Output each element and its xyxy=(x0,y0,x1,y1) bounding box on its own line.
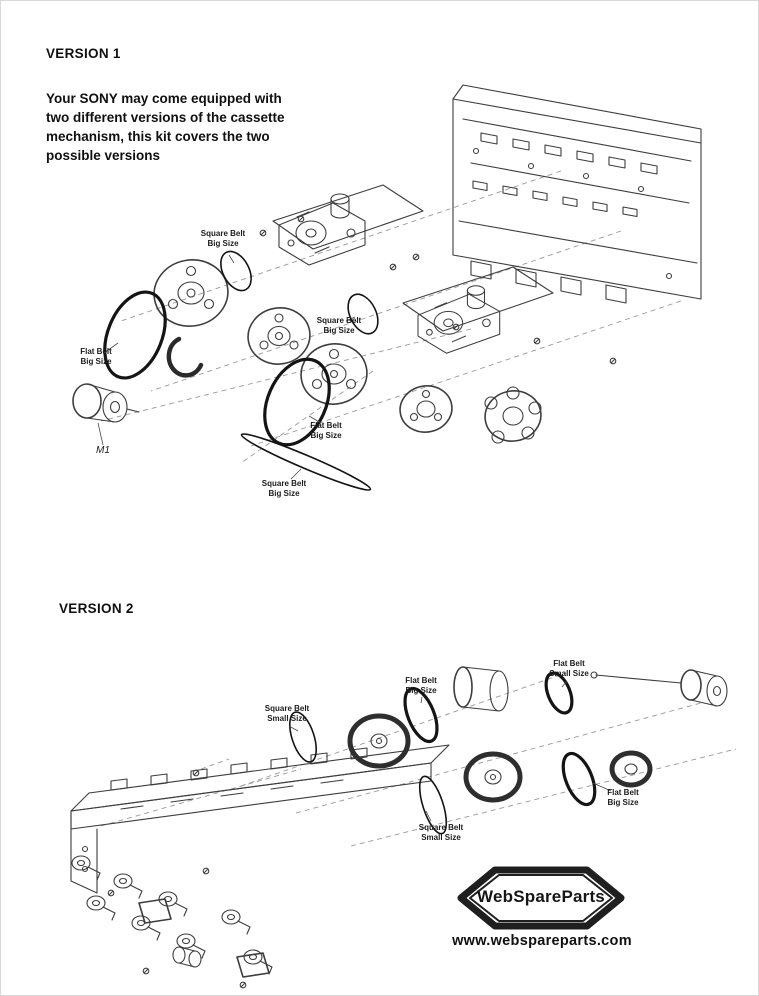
clamp-bracket xyxy=(166,336,204,378)
belt-label-square-small-1: Square Belt Small Size xyxy=(264,704,310,724)
flat-belts xyxy=(403,671,597,807)
motor-label-m1: M1 xyxy=(96,445,110,456)
axis-lines xyxy=(100,672,737,847)
website-url[interactable]: www.webspareparts.com xyxy=(452,933,632,949)
leader-lines xyxy=(97,254,356,480)
belt-label-flat-big-2: Flat Belt Big Size xyxy=(607,788,639,808)
brand-name: WebSpareParts xyxy=(477,887,605,906)
belt-label-square-big-3: Square Belt Big Size xyxy=(261,479,307,499)
leader-lines xyxy=(288,680,612,822)
square-belts xyxy=(289,711,448,835)
version2-diagram xyxy=(70,666,737,989)
chassis-plate xyxy=(70,744,450,894)
version1-title: VERSION 1 xyxy=(46,46,121,61)
flywheels xyxy=(153,259,542,444)
motor-assembly xyxy=(590,669,728,707)
intro-text: Your SONY may come equipped with two dif… xyxy=(46,91,285,164)
sub-plates xyxy=(272,184,554,332)
chassis-panel xyxy=(452,84,702,304)
version2-title: VERSION 2 xyxy=(59,601,134,616)
screws xyxy=(259,215,617,365)
axis-lines xyxy=(100,170,682,464)
version1-diagram xyxy=(72,84,702,491)
belt-label-flat-small-1: Flat Belt Small Size xyxy=(549,659,589,679)
square-belts xyxy=(220,250,379,491)
logo-hexagon-icon xyxy=(457,866,625,930)
belt-label-flat-big-1: Flat Belt Big Size xyxy=(405,676,437,696)
belt-label-flat-big-2: Flat Belt Big Size xyxy=(310,421,342,441)
motor-m1 xyxy=(72,383,140,423)
webspareparts-logo: WebSpareParts xyxy=(451,861,631,935)
belt-label-square-small-2: Square Belt Small Size xyxy=(418,823,464,843)
pulleys xyxy=(347,666,653,803)
lower-parts-cluster xyxy=(71,758,273,989)
belt-label-square-big-1: Square Belt Big Size xyxy=(200,229,246,249)
flat-belts xyxy=(103,290,331,447)
belt-label-flat-big-1: Flat Belt Big Size xyxy=(80,347,112,367)
belt-label-square-big-2: Square Belt Big Size xyxy=(316,316,362,336)
